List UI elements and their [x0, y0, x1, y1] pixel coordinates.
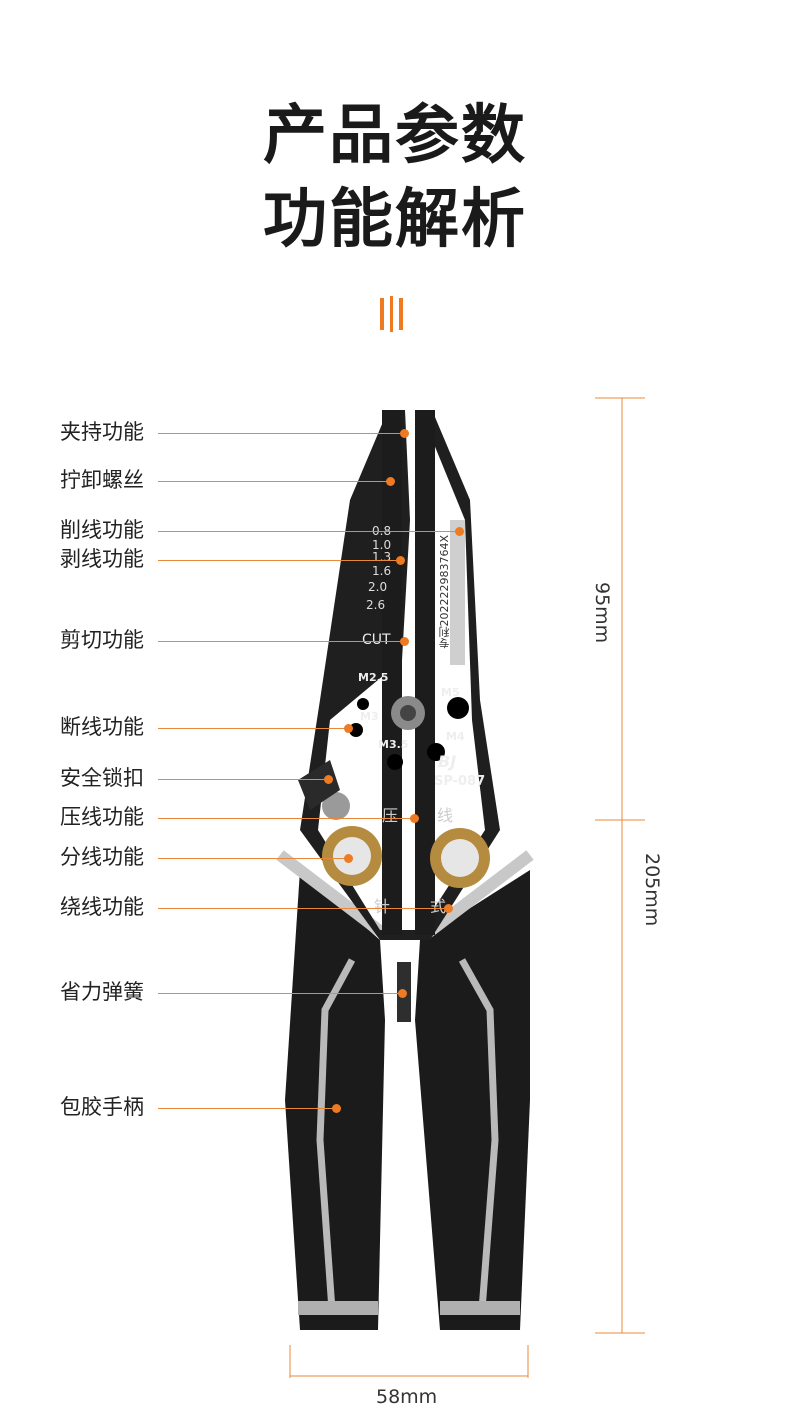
brand-logo: BJ [438, 752, 457, 771]
crimp-char-2: 线 [437, 806, 454, 825]
callout-stripping: 剥线功能 [60, 547, 144, 571]
callout-line [158, 858, 348, 859]
callout-line [158, 641, 404, 642]
screw-m4: M4 [446, 730, 465, 743]
crimp-char-3: 针 [374, 897, 391, 916]
callout-line [158, 818, 414, 819]
model-marking: SP-087 [434, 774, 486, 789]
callout-line [158, 531, 460, 532]
callout-clamping: 夹持功能 [60, 420, 144, 444]
screw-m3: M3 [360, 710, 379, 723]
callout-dot [332, 1104, 341, 1113]
callout-crimping: 压线功能 [60, 805, 144, 829]
callout-winding: 绕线功能 [60, 895, 144, 919]
callout-dot [386, 477, 395, 486]
callout-line [158, 779, 328, 780]
callout-line [158, 993, 402, 994]
crimp-char-4: 式 [430, 897, 447, 916]
callout-dot [400, 637, 409, 646]
accent-bars-icon [380, 296, 403, 332]
callout-line [158, 481, 390, 482]
screw-m5: M5 [441, 686, 460, 699]
callout-dot [455, 527, 464, 536]
callout-splitting: 分线功能 [60, 845, 144, 869]
gauge-5: 2.6 [366, 598, 386, 612]
callout-line [158, 560, 400, 561]
title-line-1: 产品参数 [263, 99, 527, 173]
callout-dot [344, 724, 353, 733]
callout-dot [444, 904, 453, 913]
callout-spring: 省力弹簧 [60, 980, 144, 1004]
gauge-4: 2.0 [368, 580, 388, 594]
callout-bolt-cutting: 断线功能 [60, 715, 144, 739]
width-label: 58mm [376, 1386, 438, 1408]
callout-dot [410, 814, 419, 823]
callout-cutting: 剪切功能 [60, 628, 144, 652]
callout-dot [396, 556, 405, 565]
callout-dot [344, 854, 353, 863]
gauge-1: 1.0 [372, 538, 392, 552]
callout-line [158, 1108, 334, 1109]
callout-shaving: 削线功能 [60, 518, 144, 542]
callout-handle: 包胶手柄 [60, 1095, 144, 1119]
cut-marking: CUT [362, 632, 391, 648]
callout-dot [324, 775, 333, 784]
jaw-length-label: 95mm [591, 582, 613, 644]
callout-safety-lock: 安全锁扣 [60, 766, 144, 790]
callout-dot [400, 429, 409, 438]
title-line-2: 功能解析 [263, 183, 527, 257]
callout-line [158, 433, 404, 434]
screw-m35: M3.5 [378, 738, 409, 751]
total-length-label: 205mm [641, 853, 663, 927]
callout-dot [398, 989, 407, 998]
gauge-3: 1.6 [372, 564, 392, 578]
callout-screw: 拧卸螺丝 [60, 468, 144, 492]
crimp-char-1: 压 [382, 806, 399, 825]
screw-m25: M2.5 [358, 671, 389, 684]
callout-line [158, 728, 348, 729]
callout-line [158, 908, 448, 909]
